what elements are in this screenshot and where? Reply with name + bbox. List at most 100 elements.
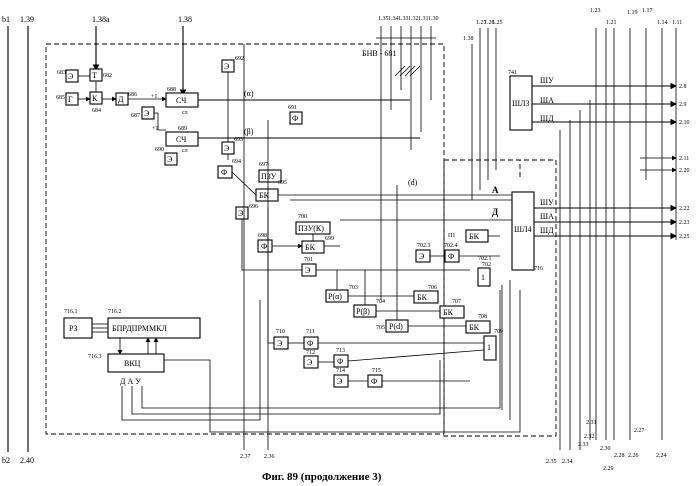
num-704: 704 bbox=[376, 299, 385, 305]
sig-dau: Д А У bbox=[120, 377, 141, 386]
block-e693-label: Э bbox=[224, 144, 229, 153]
num-697: 697 bbox=[259, 162, 268, 168]
block-rd705-label: Р(d) bbox=[389, 322, 403, 331]
label-240: 2.40 bbox=[20, 456, 34, 465]
num-7161: 716.1 bbox=[64, 309, 78, 315]
in-133: 1.33 bbox=[398, 16, 409, 22]
label-b2: b2 bbox=[2, 456, 10, 465]
in-138: 1.38 bbox=[178, 15, 192, 24]
out-210: 2.10 bbox=[679, 120, 690, 126]
num-706: 706 bbox=[428, 285, 437, 291]
sig-sha2: ША bbox=[540, 212, 554, 221]
out-232: 2.32 bbox=[584, 434, 595, 440]
num-707: 707 bbox=[452, 299, 461, 305]
block-e692-label: Э bbox=[224, 62, 229, 71]
in-121: 1.21 bbox=[606, 20, 617, 26]
sig-beta: (β) bbox=[244, 127, 254, 136]
num-712: 712 bbox=[306, 350, 315, 356]
block-shl3-label: ШЛ3 bbox=[512, 99, 530, 108]
block-e712-label: Э bbox=[307, 358, 312, 367]
block-bk707-label: БК bbox=[443, 308, 454, 317]
num-711: 711 bbox=[306, 329, 315, 335]
out-237: 2.37 bbox=[240, 454, 251, 460]
block-or702-label: 1 bbox=[481, 273, 485, 282]
in-119: 1.19 bbox=[627, 10, 638, 16]
label-139: 1.39 bbox=[20, 15, 34, 24]
num-705: 705 bbox=[376, 325, 385, 331]
block-e7023-label: Э bbox=[419, 252, 424, 261]
block-e710-label: Э bbox=[277, 339, 282, 348]
block-bk7021-label: БК bbox=[469, 232, 480, 241]
out-223: 2.23 bbox=[679, 220, 690, 226]
sig-pi1: П1 bbox=[448, 233, 455, 239]
out-233: 2.33 bbox=[578, 442, 589, 448]
num-690: 690 bbox=[155, 147, 164, 153]
out-231: 2.31 bbox=[586, 420, 597, 426]
num-683: 683 bbox=[57, 70, 66, 76]
block-pzuk700-label: ПЗУ(К) bbox=[298, 224, 324, 233]
num-741: 741 bbox=[508, 70, 517, 76]
sig-d: (d) bbox=[408, 178, 418, 187]
block-f7024-label: Ф bbox=[448, 252, 454, 261]
out-28: 2.8 bbox=[679, 84, 687, 90]
num-695: 695 bbox=[278, 180, 287, 186]
in-r138: 1.38 bbox=[463, 36, 474, 42]
num-694: 694 bbox=[232, 159, 241, 165]
block-t682-label: Т bbox=[92, 71, 97, 80]
num-684: 684 bbox=[92, 108, 101, 114]
block-e714-label: Э bbox=[337, 377, 342, 386]
frame-link bbox=[444, 160, 520, 178]
out-230: 2.30 bbox=[600, 446, 611, 452]
sig-sl-a: сл bbox=[182, 110, 188, 116]
num-685: 685 bbox=[56, 95, 65, 101]
num-700: 700 bbox=[298, 214, 307, 220]
out-211: 2.11 bbox=[679, 156, 689, 162]
num-689: 689 bbox=[178, 126, 187, 132]
out-225: 2.25 bbox=[679, 234, 690, 240]
num-7023: 702.3 bbox=[417, 243, 431, 249]
frame-bnv-681 bbox=[46, 44, 444, 434]
num-7024: 702.4 bbox=[444, 243, 458, 249]
num-7162: 716.2 bbox=[108, 309, 122, 315]
in-117: 1.17 bbox=[642, 8, 653, 14]
in-131: 1.31 bbox=[418, 16, 429, 22]
right-outputs: 2.8 2.9 2.10 2.11 2.20 2.22 2.23 2.25 bbox=[640, 84, 690, 240]
sig-plus1-b: +1 bbox=[152, 126, 158, 132]
out-227: 2.27 bbox=[634, 428, 645, 434]
top-right-inputs: 1.38 1.27 1.26 1.25 1.23 1.21 1.19 1.17 … bbox=[463, 8, 682, 440]
num-687: 687 bbox=[131, 113, 140, 119]
block-sch688-label: СЧ bbox=[176, 96, 186, 105]
in-125: 1.25 bbox=[492, 20, 503, 26]
block-f711-label: Ф bbox=[307, 339, 313, 348]
num-686: 686 bbox=[128, 92, 137, 98]
num-708: 708 bbox=[478, 314, 487, 320]
in-130: 1.30 bbox=[428, 16, 439, 22]
num-698: 698 bbox=[258, 233, 267, 239]
num-699: 699 bbox=[325, 236, 334, 242]
sig-plus1-a: +1 bbox=[151, 94, 157, 100]
block-rz-label: РЗ bbox=[69, 324, 78, 333]
in-132: 1.32 bbox=[408, 16, 419, 22]
out-235: 2.35 bbox=[546, 459, 557, 465]
sig-shu: ШУ bbox=[540, 76, 554, 85]
sig-sl-b: сл bbox=[182, 148, 188, 154]
out-222: 2.22 bbox=[679, 206, 690, 212]
num-693: 693 bbox=[234, 137, 243, 143]
num-701: 701 bbox=[304, 257, 313, 263]
sig-shd2: ШД bbox=[540, 226, 554, 235]
block-vkts-label: ВКЦ bbox=[124, 359, 141, 368]
block-shl4-label: ШЛ4 bbox=[514, 225, 532, 234]
block-f691-label: Ф bbox=[292, 114, 298, 123]
block-pzu697-label: ПЗУ bbox=[261, 172, 277, 181]
sig-A: А bbox=[492, 185, 499, 195]
block-e690-label: Э bbox=[167, 155, 172, 164]
block-bprd-label: БПРДПРММКЛ bbox=[112, 324, 167, 333]
block-f715-label: Ф bbox=[371, 377, 377, 386]
num-692: 692 bbox=[235, 56, 244, 62]
in-135: 1.35 bbox=[378, 16, 389, 22]
num-682: 682 bbox=[103, 73, 112, 79]
sig-D: Д bbox=[492, 207, 499, 217]
in-114: 1.14 bbox=[657, 20, 668, 26]
block-bk706-label: БК bbox=[417, 293, 428, 302]
